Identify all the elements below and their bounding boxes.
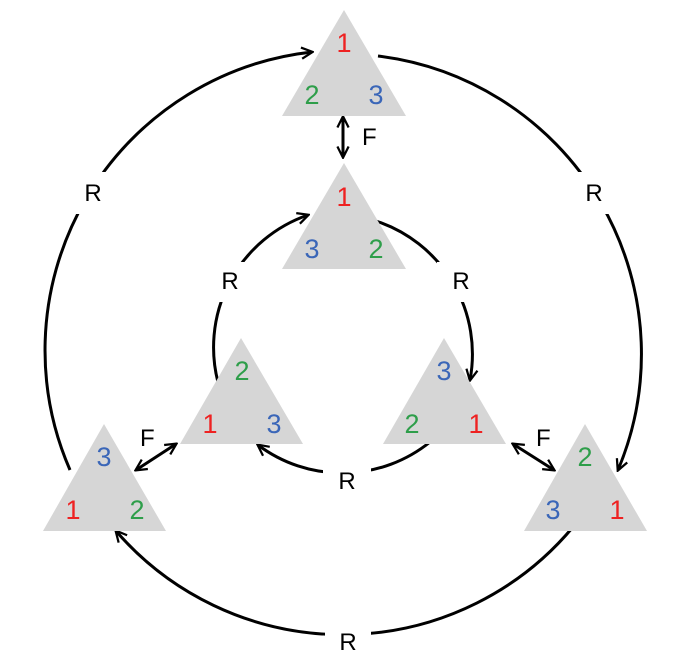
vertex-label-left: 2 (404, 409, 419, 439)
f-label-left: F (140, 425, 155, 452)
triangle-outer-left: 3 1 2 (43, 424, 166, 531)
flip-arrow-right (513, 444, 554, 470)
svg-text:R: R (452, 268, 469, 295)
vertex-label-top: 1 (336, 182, 351, 212)
vertex-label-left: 3 (545, 495, 560, 525)
r-label-outer-bottom: R (325, 622, 371, 662)
r-label-inner-left: R (205, 262, 255, 302)
triangle-inner-right: 3 2 1 (383, 338, 506, 444)
triangle-outer-top: 1 2 3 (282, 10, 406, 116)
r-label-inner-right: R (437, 262, 487, 302)
f-label-top: F (362, 124, 377, 151)
vertex-label-top: 1 (336, 28, 351, 58)
svg-text:R: R (84, 180, 101, 207)
vertex-label-top: 3 (436, 356, 451, 386)
outer-arc-right-to-left (116, 526, 575, 637)
flip-arrow-left (136, 444, 176, 470)
svg-text:R: R (338, 468, 355, 495)
f-label-right: F (536, 425, 551, 452)
vertex-label-right: 1 (609, 495, 624, 525)
svg-text:R: R (339, 629, 356, 656)
vertex-label-right: 2 (129, 495, 144, 525)
vertex-label-right: 3 (368, 80, 383, 110)
svg-text:R: R (585, 180, 602, 207)
vertex-label-left: 2 (304, 80, 319, 110)
triangle-inner-top: 1 3 2 (282, 163, 406, 269)
r-label-outer-left: R (71, 172, 127, 214)
triangle-outer-right: 2 3 1 (524, 424, 647, 531)
r-label-inner-bottom: R (323, 462, 371, 502)
triangle-inner-left: 2 1 3 (180, 338, 303, 444)
vertex-label-top: 2 (234, 356, 249, 386)
vertex-label-top: 2 (577, 442, 592, 472)
vertex-label-right: 3 (266, 409, 281, 439)
vertex-label-right: 1 (468, 409, 483, 439)
vertex-label-top: 3 (96, 442, 111, 472)
r-label-outer-right: R (566, 172, 622, 214)
vertex-label-left: 3 (304, 234, 319, 264)
svg-text:R: R (221, 268, 238, 295)
vertex-label-left: 1 (65, 495, 80, 525)
vertex-label-left: 1 (202, 409, 217, 439)
vertex-label-right: 2 (368, 234, 383, 264)
